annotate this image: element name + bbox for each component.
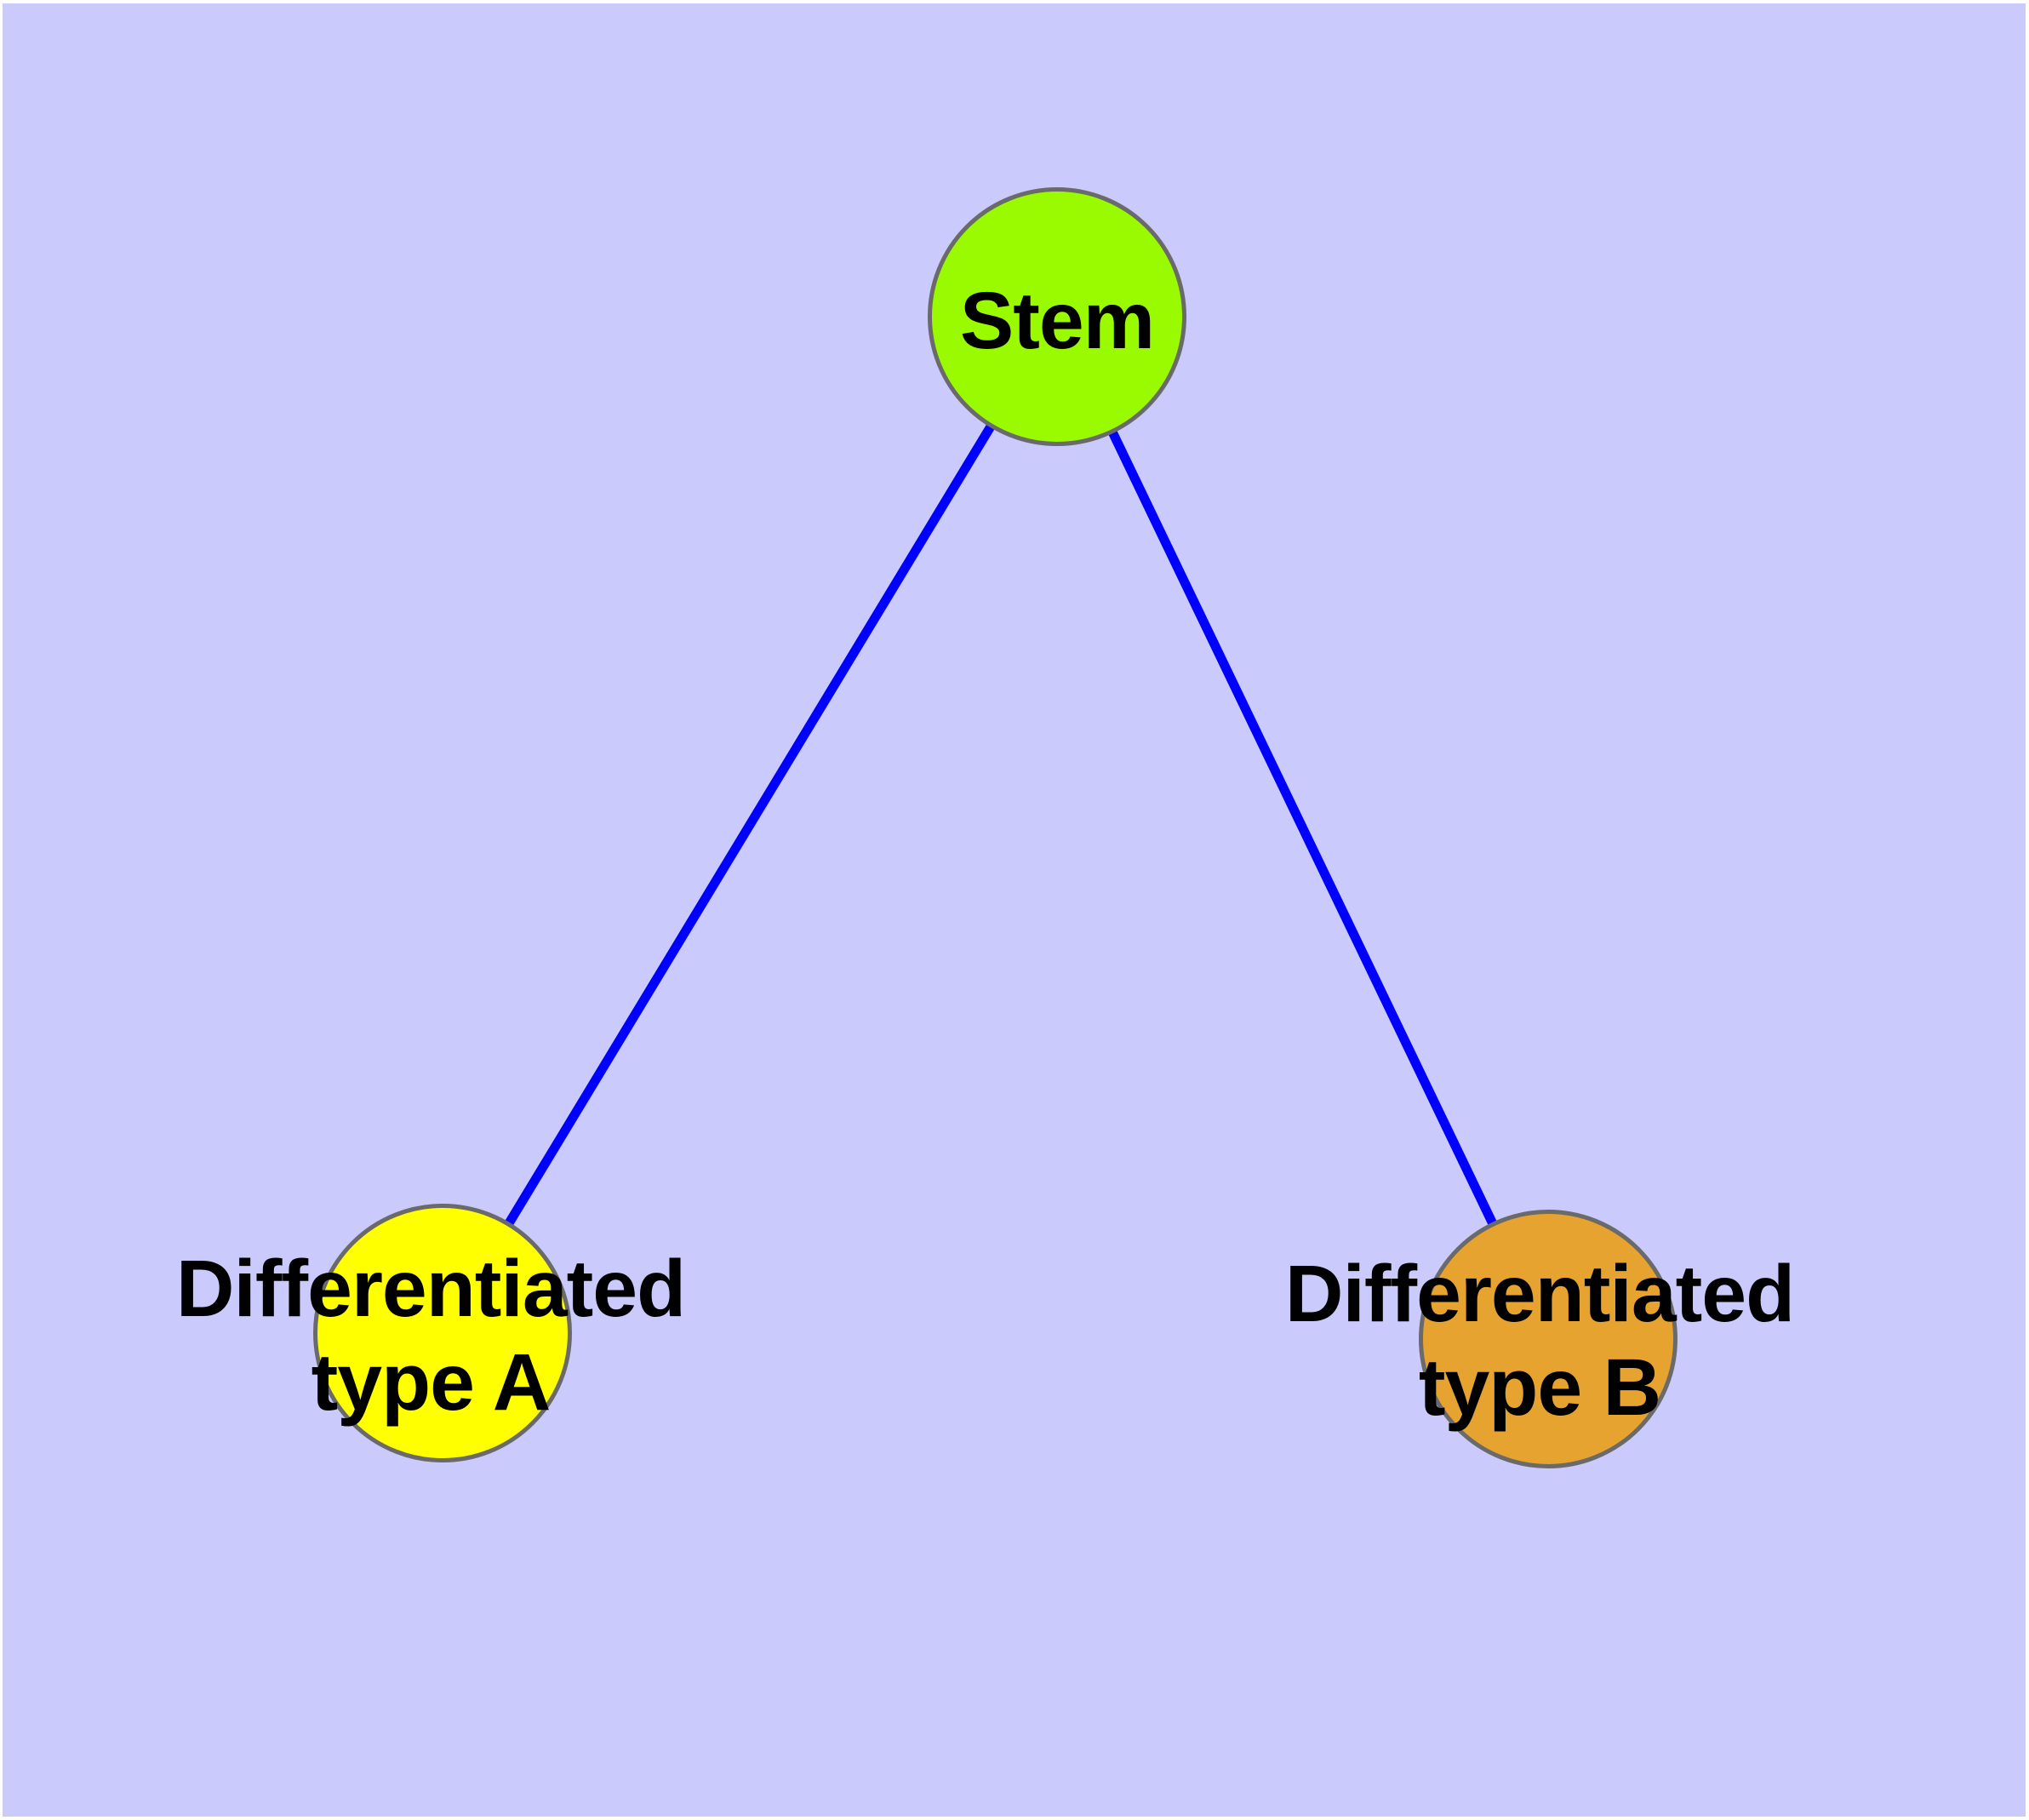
node-type-b-label-line2: type B (1418, 1342, 1661, 1433)
node-differentiated-type-b (1419, 1210, 1677, 1468)
node-type-b-label: Differentiated type B (1284, 1247, 1795, 1434)
node-type-a-label-line1: Differentiated (175, 1244, 686, 1334)
node-type-a-label-line2: type A (311, 1337, 552, 1428)
node-stem-label-line: Stem (959, 276, 1155, 366)
node-type-a-label: Differentiated type A (175, 1242, 686, 1429)
node-differentiated-type-a (313, 1204, 572, 1462)
node-stem-label: Stem (959, 274, 1155, 368)
node-type-b-label-line1: Differentiated (1284, 1249, 1795, 1339)
edge-stem-to-type-a (438, 314, 1061, 1336)
node-stem (928, 187, 1186, 446)
edge-stem-to-type-b (1053, 314, 1552, 1342)
